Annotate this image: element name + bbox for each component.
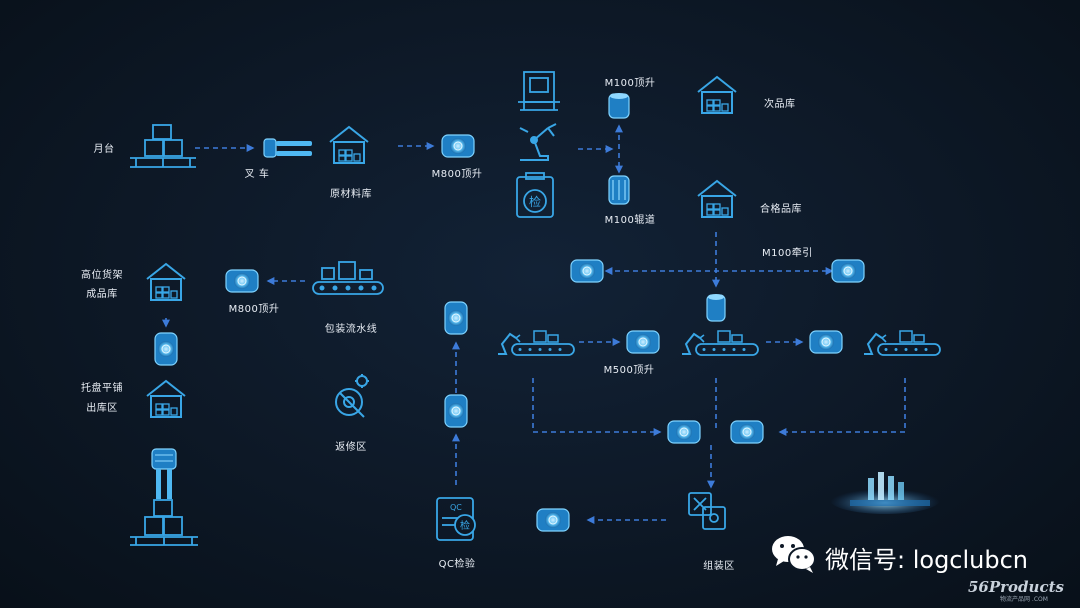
label-outbound-area: 出库区 xyxy=(86,403,118,414)
raw-material-warehouse-icon xyxy=(329,126,369,164)
agv-vertical-top-icon xyxy=(444,301,468,335)
dock-icon xyxy=(130,124,196,168)
m100-lift-icon xyxy=(608,93,630,119)
svg-text:检: 检 xyxy=(460,519,470,532)
outbound-lift-icon xyxy=(130,448,198,546)
m100-roller-icon xyxy=(608,175,630,205)
label-pallet-flat: 托盘平铺 xyxy=(81,383,123,394)
brand-subtitle: 物流产品网 .COM xyxy=(1000,596,1048,603)
qualified-warehouse-icon xyxy=(697,180,737,218)
label-assembly-area: 组装区 xyxy=(703,561,735,572)
label-m800-top: M800顶升 xyxy=(431,169,483,180)
high-shelf-warehouse-icon xyxy=(146,263,186,301)
glowing-device-icon xyxy=(830,472,940,514)
robot-arm-icon xyxy=(519,123,557,161)
label-high-shelf: 高位货架 xyxy=(81,270,123,281)
assembly-icon xyxy=(688,492,726,530)
agv-m800-top-icon xyxy=(441,134,475,158)
label-dock: 月台 xyxy=(93,144,115,155)
agv-vertical-left-icon xyxy=(154,332,178,366)
label-finished-warehouse: 成品库 xyxy=(86,289,118,300)
label-m800-left: M800顶升 xyxy=(228,304,280,315)
label-qc: QC检验 xyxy=(438,559,476,570)
qc-document-icon: QC 检 xyxy=(436,497,476,541)
machine-icon xyxy=(518,71,560,111)
agv-tow-left-icon xyxy=(570,259,604,283)
wechat-icon xyxy=(772,536,816,573)
label-repair-area: 返修区 xyxy=(335,442,367,453)
agv-m500-icon xyxy=(626,330,660,354)
agv-bottom-left-icon xyxy=(667,420,701,444)
label-raw-material-warehouse: 原材料库 xyxy=(330,189,372,200)
agv-tow-right-icon xyxy=(831,259,865,283)
conveyor-left-icon xyxy=(497,330,575,356)
label-m500-top: M500顶升 xyxy=(603,365,655,376)
defect-warehouse-icon xyxy=(697,76,737,114)
m100-tow-icon xyxy=(706,294,726,322)
inspection-board-icon: 检 xyxy=(516,172,554,218)
agv-m500-right-icon xyxy=(809,330,843,354)
label-forklift: 叉 车 xyxy=(244,169,270,180)
agv-vertical-mid-icon xyxy=(444,394,468,428)
agv-bottom-right-icon xyxy=(730,420,764,444)
outbound-area-icon xyxy=(146,380,186,418)
label-m100-roller: M100辊道 xyxy=(604,215,656,226)
repair-icon xyxy=(335,374,369,418)
wechat-watermark: 微信号: logclubcn xyxy=(825,546,1029,574)
svg-text:检: 检 xyxy=(529,194,541,209)
agv-assembly-icon xyxy=(536,508,570,532)
agv-m800-left-icon xyxy=(225,269,259,293)
label-m100-tow: M100牵引 xyxy=(762,248,813,259)
conveyor-right-icon xyxy=(863,330,941,356)
label-packaging-line: 包装流水线 xyxy=(324,324,378,335)
label-defect-warehouse: 次品库 xyxy=(764,99,796,110)
packaging-line-icon xyxy=(312,261,384,295)
flow-lines xyxy=(162,124,906,524)
label-m100-lift: M100顶升 xyxy=(604,78,656,89)
forklift-icon xyxy=(263,138,312,158)
brand-logo: 56Products xyxy=(968,578,1064,596)
conveyor-middle-icon xyxy=(681,330,759,356)
svg-text:QC: QC xyxy=(450,503,462,512)
label-qualified-warehouse: 合格品库 xyxy=(760,204,802,215)
